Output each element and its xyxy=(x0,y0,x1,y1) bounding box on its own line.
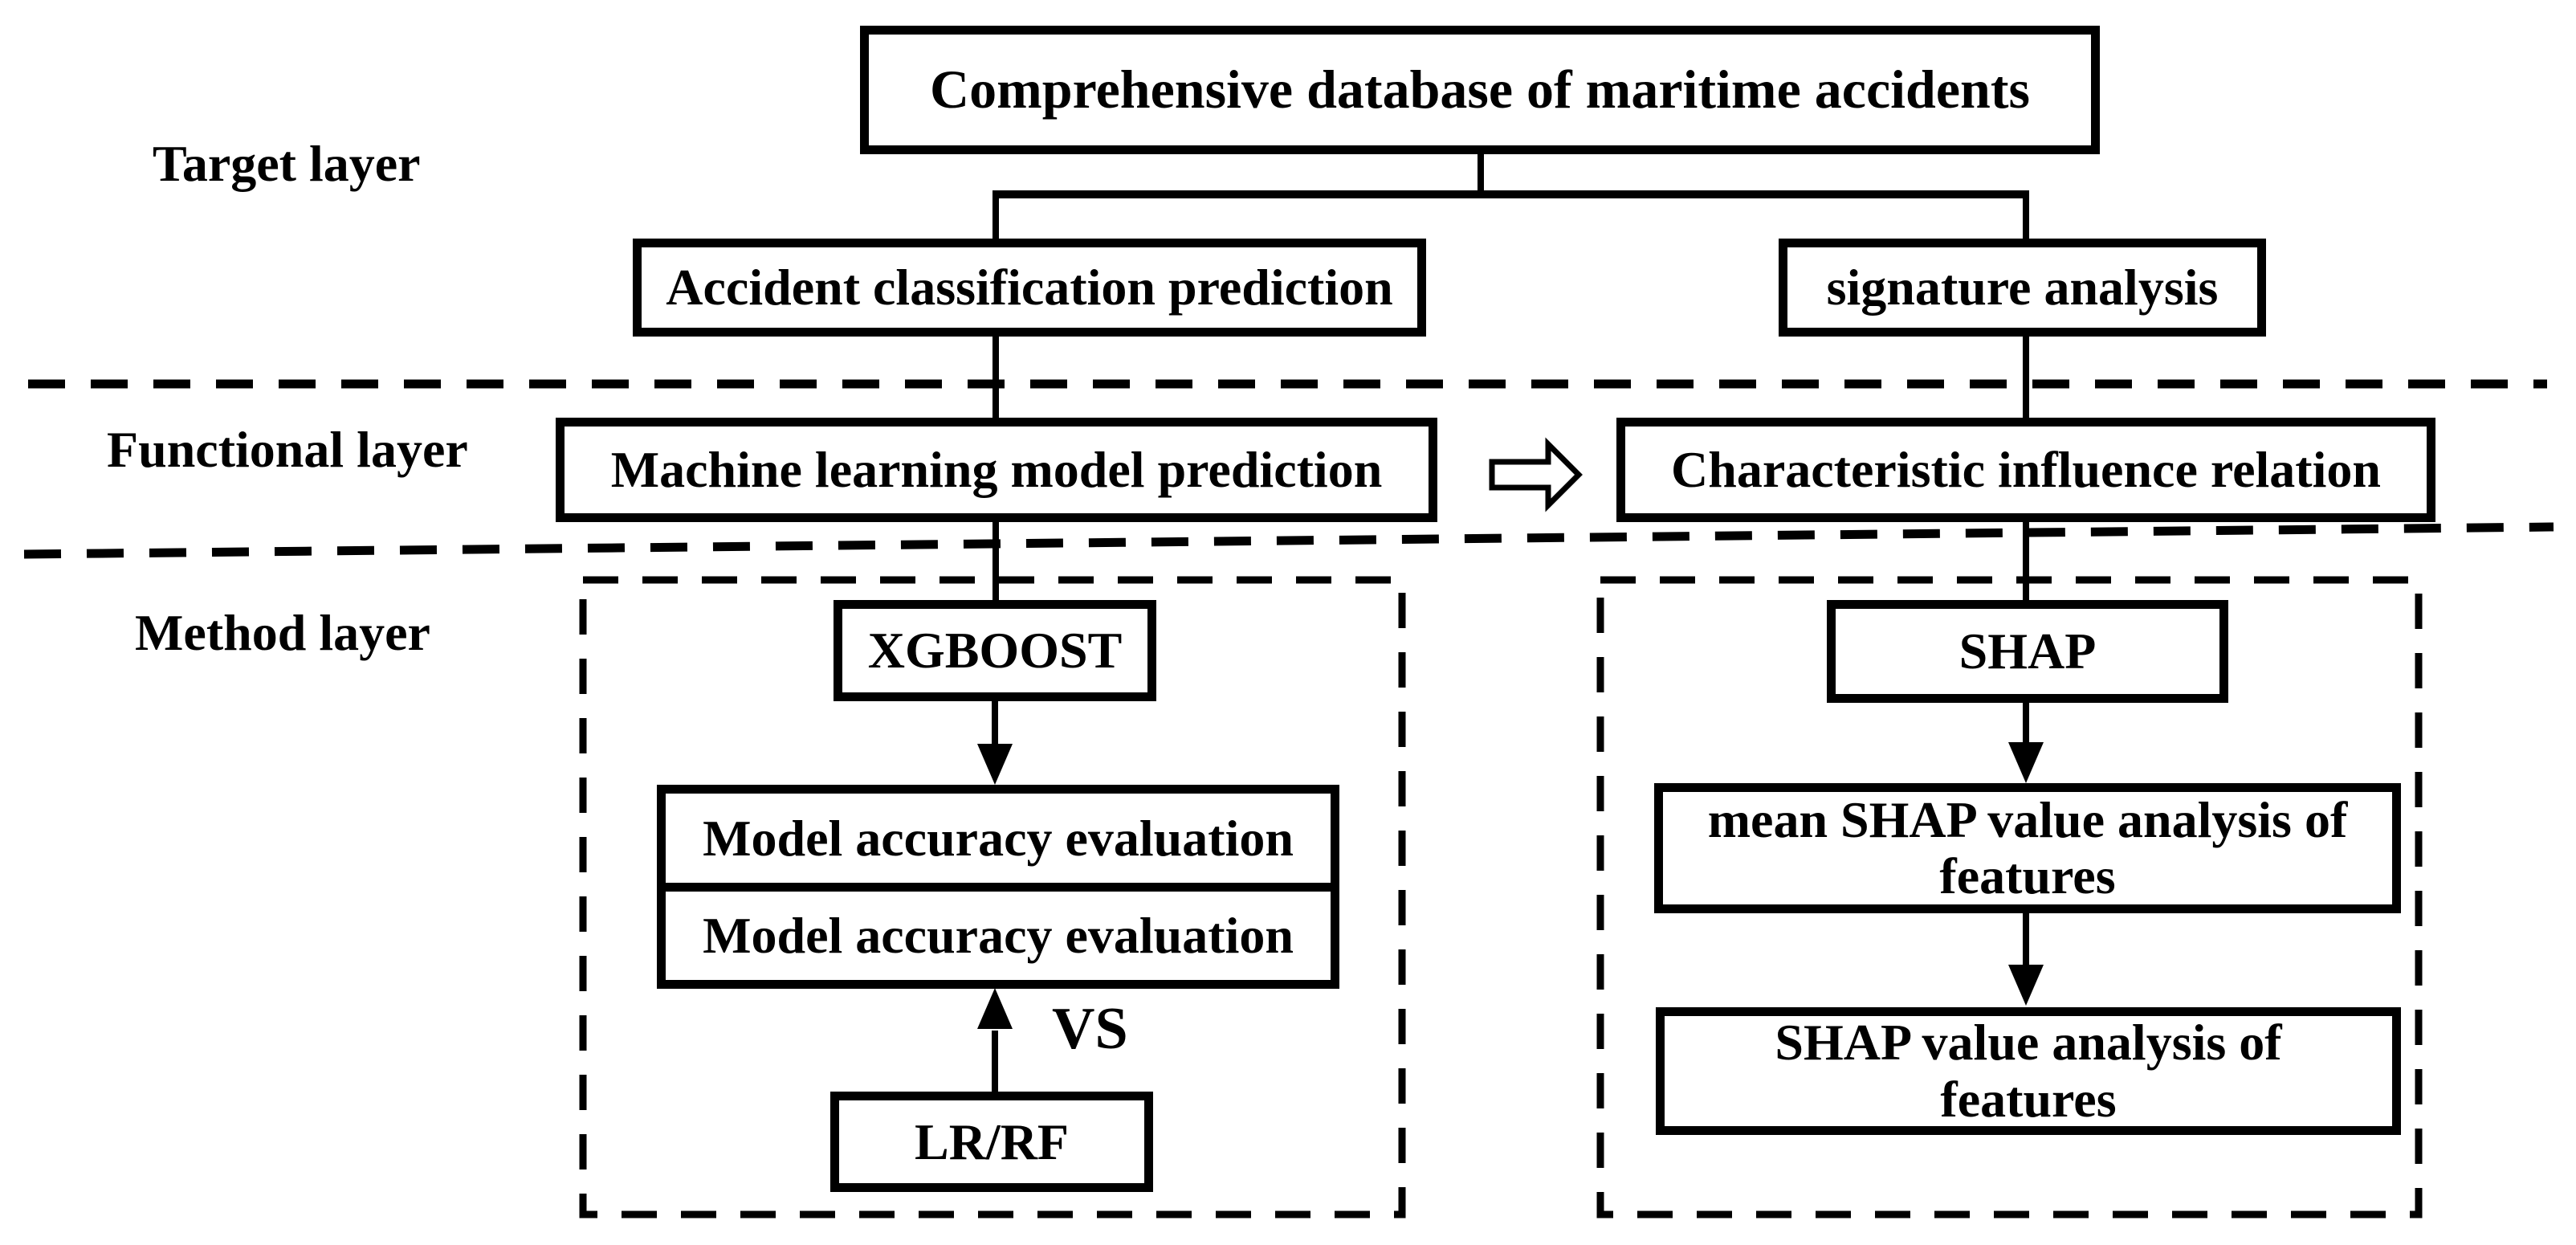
node-database-label: Comprehensive database of maritime accid… xyxy=(930,59,2030,120)
node-lr-rf-label: LR/RF xyxy=(915,1112,1069,1170)
node-characteristic-influence: Characteristic influence relation xyxy=(1616,418,2435,522)
arrow-xgboost-to-eval-head-icon xyxy=(977,744,1013,785)
node-model-eval-stack: Model accuracy evaluation Model accuracy… xyxy=(657,785,1339,989)
node-shap-label: SHAP xyxy=(1958,622,2097,680)
arrow-lrrf-to-eval-head-icon xyxy=(977,988,1013,1029)
target-layer-label: Target layer xyxy=(153,135,421,192)
node-shap: SHAP xyxy=(1827,600,2228,703)
node-accident-classification-prediction-label: Accident classification prediction xyxy=(666,259,1393,316)
node-shap-value-analysis: SHAP value analysis of features xyxy=(1656,1007,2401,1135)
method-layer-label: Method layer xyxy=(135,604,430,661)
layer-separator-2 xyxy=(23,522,2554,559)
node-mean-shap-analysis-label: mean SHAP value analysis of features xyxy=(1707,790,2348,904)
method-container-left xyxy=(579,576,1406,1218)
node-ml-prediction: Machine learning model prediction xyxy=(556,418,1437,522)
arrow-shap-to-mean-head-icon xyxy=(2008,742,2044,783)
node-xgboost-label: XGBOOST xyxy=(867,622,1123,680)
node-model-eval-bottom: Model accuracy evaluation xyxy=(666,882,1331,981)
node-characteristic-influence-label: Characteristic influence relation xyxy=(1671,441,2381,499)
node-model-eval-top: Model accuracy evaluation xyxy=(666,794,1331,883)
node-xgboost: XGBOOST xyxy=(834,600,1156,701)
node-signature-analysis-label: signature analysis xyxy=(1826,259,2219,316)
node-shap-value-analysis-label: SHAP value analysis of features xyxy=(1775,1014,2282,1128)
node-signature-analysis: signature analysis xyxy=(1779,239,2266,337)
node-database: Comprehensive database of maritime accid… xyxy=(860,26,2100,154)
node-model-eval-top-label: Model accuracy evaluation xyxy=(703,809,1294,867)
node-accident-classification-prediction: Accident classification prediction xyxy=(633,239,1426,337)
method-container-right xyxy=(1596,576,2423,1218)
hollow-right-arrow-icon xyxy=(1489,437,1583,512)
functional-layer-label: Functional layer xyxy=(107,421,468,478)
node-model-eval-bottom-label: Model accuracy evaluation xyxy=(703,907,1294,965)
node-ml-prediction-label: Machine learning model prediction xyxy=(610,441,1383,499)
vs-label: VS xyxy=(1052,996,1128,1062)
node-mean-shap-analysis: mean SHAP value analysis of features xyxy=(1654,783,2401,913)
arrow-mean-to-shapvalue-head-icon xyxy=(2008,965,2044,1006)
node-lr-rf: LR/RF xyxy=(830,1092,1153,1192)
